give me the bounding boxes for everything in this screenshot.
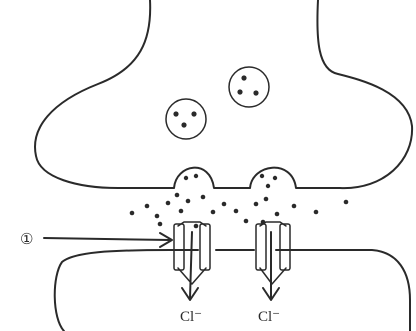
ion-label-left: Cl⁻ xyxy=(180,309,202,325)
ion-label-right: Cl⁻ xyxy=(258,309,280,325)
neurotransmitter-molecules xyxy=(130,193,349,229)
marker-label: ① xyxy=(20,232,33,248)
presynaptic-terminal-outline xyxy=(35,0,412,188)
receptor-channel-right xyxy=(256,222,290,284)
vesicle xyxy=(229,67,269,107)
release-site-transmitter xyxy=(184,174,277,188)
postsynaptic-membrane xyxy=(55,250,410,331)
vesicle xyxy=(166,99,206,139)
pointer-arrow xyxy=(44,233,172,247)
